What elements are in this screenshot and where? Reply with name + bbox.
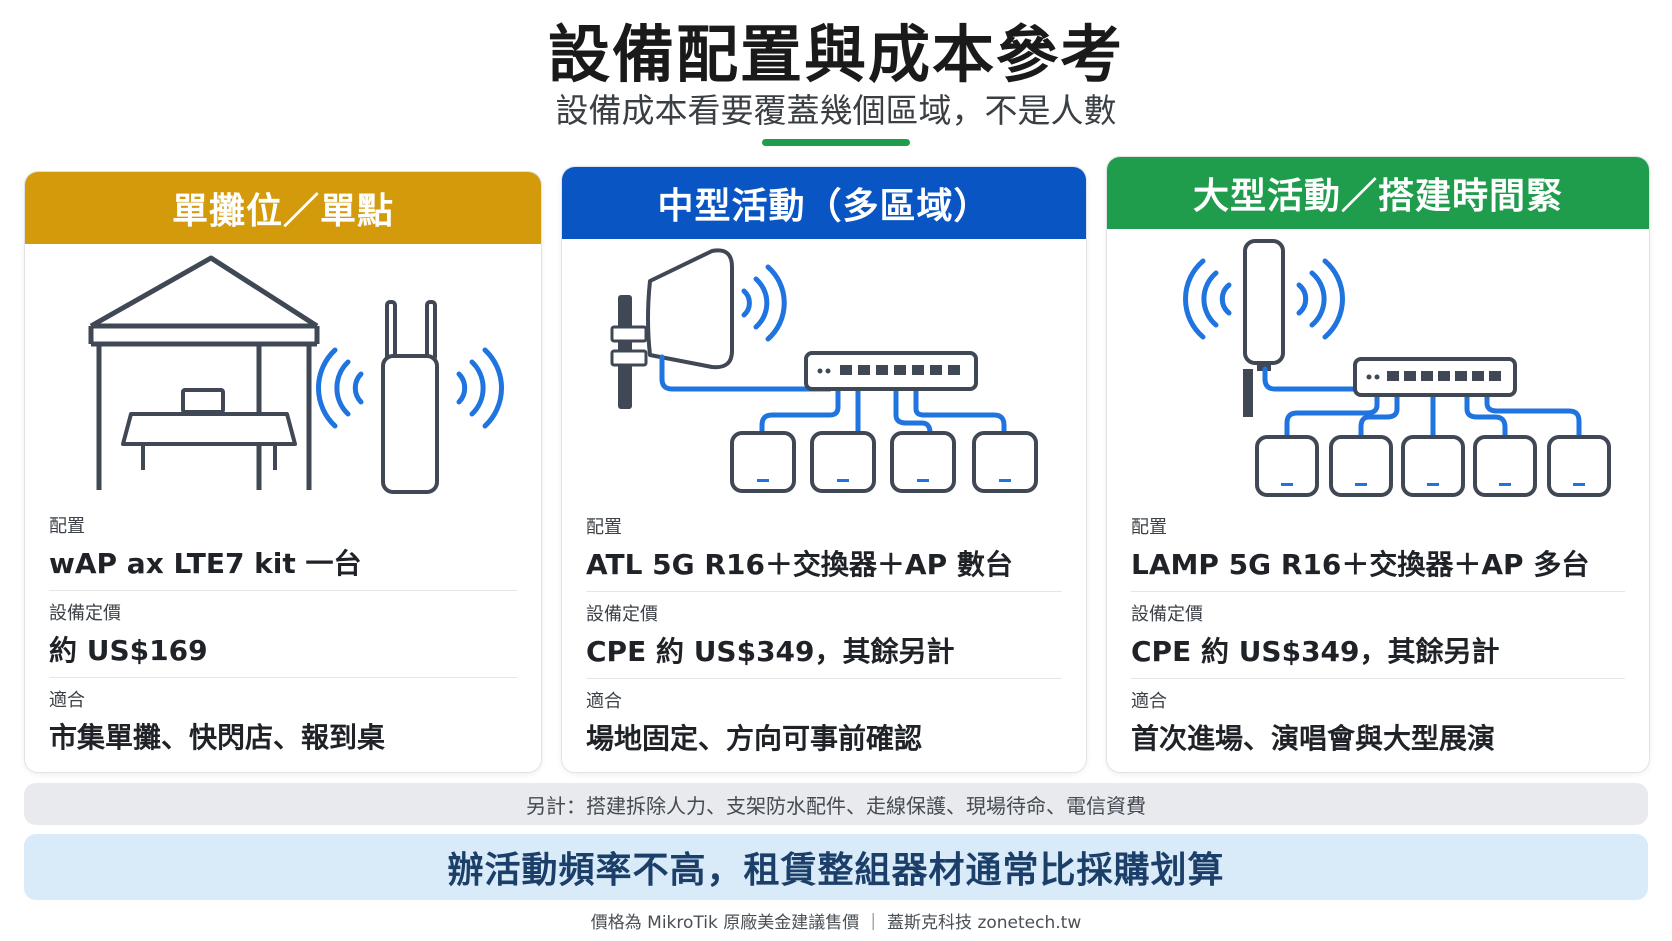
extra-cost-note: 另計：搭建拆除人力、支架防水配件、走線保護、現場待命、電信資費 xyxy=(24,783,1648,825)
config-label: 配置 xyxy=(1131,517,1167,538)
price-row: 設備定價 CPE 約 US$349，其餘另計 xyxy=(1131,600,1625,679)
switch-icon xyxy=(804,351,978,391)
config-value: ATL 5G R16＋交換器＋AP 數台 xyxy=(586,548,1013,581)
wifi-signal-icon xyxy=(316,347,504,429)
price-label: 設備定價 xyxy=(1131,604,1203,625)
tent-icon xyxy=(88,255,320,490)
price-value: CPE 約 US$349，其餘另計 xyxy=(1131,635,1500,668)
config-value: LAMP 5G R16＋交換器＋AP 多台 xyxy=(1131,548,1590,581)
fit-value: 場地固定、方向可事前確認 xyxy=(586,722,923,755)
omni-cpe-icon xyxy=(1243,239,1285,417)
price-label: 設備定價 xyxy=(49,603,121,624)
panel-antenna-icon xyxy=(646,248,734,370)
config-value: wAP ax LTE7 kit 一台 xyxy=(49,547,362,580)
fit-value: 市集單攤、快閃店、報到桌 xyxy=(49,721,386,754)
illustration-large-event xyxy=(1107,229,1649,508)
fit-row: 適合 市集單攤、快閃店、報到桌 xyxy=(49,686,517,764)
illustration-medium-event xyxy=(562,239,1086,508)
table-icon xyxy=(121,412,297,470)
config-label: 配置 xyxy=(586,517,622,538)
switch-icon xyxy=(1353,357,1517,397)
config-row: 配置 wAP ax LTE7 kit 一台 xyxy=(49,512,517,591)
fit-label: 適合 xyxy=(1131,691,1167,712)
price-value: CPE 約 US$349，其餘另計 xyxy=(586,635,955,668)
card-medium-event: 中型活動（多區域） xyxy=(561,166,1087,773)
page-subtitle: 設備成本看要覆蓋幾個區域，不是人數 xyxy=(555,91,1117,130)
router-icon xyxy=(381,300,439,494)
card-info: 配置 ATL 5G R16＋交換器＋AP 數台 設備定價 CPE 約 US$34… xyxy=(586,513,1062,772)
card-header: 大型活動／搭建時間緊 xyxy=(1107,157,1649,229)
price-label: 設備定價 xyxy=(586,604,658,625)
laptop-icon xyxy=(181,388,225,414)
card-info: 配置 LAMP 5G R16＋交換器＋AP 多台 設備定價 CPE 約 US$3… xyxy=(1131,513,1625,772)
price-row: 設備定價 約 US$169 xyxy=(49,599,517,678)
fit-row: 適合 首次進場、演唱會與大型展演 xyxy=(1131,687,1625,765)
fit-label: 適合 xyxy=(586,691,622,712)
config-row: 配置 ATL 5G R16＋交換器＋AP 數台 xyxy=(586,513,1062,592)
fit-label: 適合 xyxy=(49,690,85,711)
title-underline xyxy=(762,139,910,146)
cables xyxy=(659,354,1007,438)
access-point-icon xyxy=(1255,435,1611,497)
page-title: 設備配置與成本參考 xyxy=(547,18,1124,91)
wifi-signal-icon xyxy=(741,264,787,342)
price-value: 約 US$169 xyxy=(49,634,208,667)
footer-source: 價格為 MikroTik 原廠美金建議售價 ｜ 蓋斯克科技 zonetech.t… xyxy=(590,913,1082,933)
cables xyxy=(1262,366,1582,442)
illustration-single-booth xyxy=(25,244,541,508)
fit-row: 適合 場地固定、方向可事前確認 xyxy=(586,687,1062,765)
card-info: 配置 wAP ax LTE7 kit 一台 設備定價 約 US$169 適合 市… xyxy=(49,512,517,772)
price-row: 設備定價 CPE 約 US$349，其餘另計 xyxy=(586,600,1062,679)
card-header: 中型活動（多區域） xyxy=(562,167,1086,239)
card-single-booth: 單攤位／單點 xyxy=(24,171,542,773)
mast-icon xyxy=(610,295,648,409)
config-label: 配置 xyxy=(49,516,85,537)
fit-value: 首次進場、演唱會與大型展演 xyxy=(1131,722,1496,755)
card-header: 單攤位／單點 xyxy=(25,172,541,244)
wifi-signal-icon xyxy=(1183,258,1345,340)
config-row: 配置 LAMP 5G R16＋交換器＋AP 多台 xyxy=(1131,513,1625,592)
card-large-event: 大型活動／搭建時間緊 xyxy=(1106,156,1650,773)
access-point-icon xyxy=(730,431,1038,493)
rental-tip-banner: 辦活動頻率不高，租賃整組器材通常比採購划算 xyxy=(24,834,1648,900)
